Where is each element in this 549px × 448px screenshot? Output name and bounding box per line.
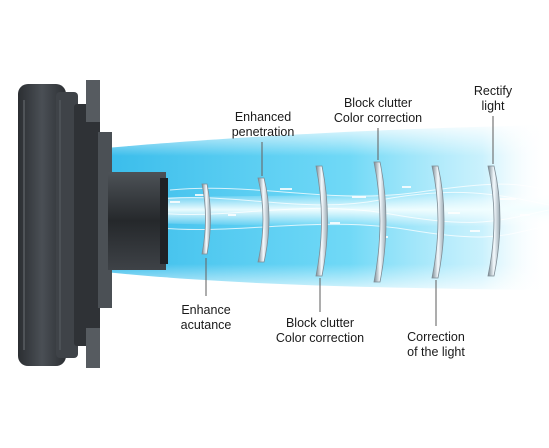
label-correction-of-light: Correction of the light — [407, 330, 465, 359]
label-enhance-acutance: Enhance acutance — [180, 303, 232, 332]
label-rectify-light: Rectify light — [473, 84, 513, 113]
headlight-bulb-icon — [18, 80, 168, 368]
lens-1 — [201, 183, 211, 255]
lens-3 — [315, 165, 328, 277]
lens-4 — [373, 161, 387, 283]
lens-6 — [487, 165, 501, 277]
lens-5 — [431, 165, 445, 279]
leader-lines — [205, 116, 494, 326]
lens-elements — [201, 161, 501, 283]
label-block-clutter-bottom: Block clutter Color correction — [275, 316, 365, 345]
label-enhanced-penetration: Enhanced penetration — [231, 110, 295, 139]
lens-2 — [257, 177, 270, 263]
label-block-clutter-top: Block clutter Color correction — [333, 96, 423, 125]
